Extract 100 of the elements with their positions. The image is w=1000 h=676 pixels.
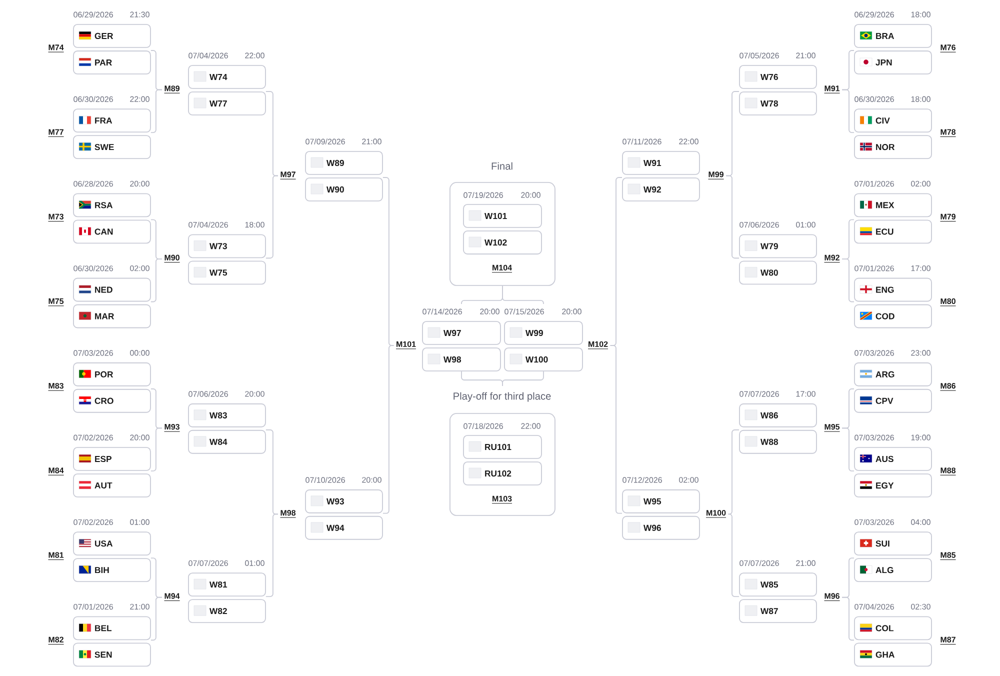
heading: Play-off for third place — [454, 392, 551, 402]
team-box: RSA — [73, 193, 151, 218]
team-box: MEX — [854, 193, 932, 218]
team-box: USA — [73, 532, 151, 556]
match-date: 07/06/2026 — [740, 222, 779, 228]
match-link: M73 — [48, 214, 64, 222]
match-date: 07/18/2026 — [464, 423, 503, 429]
kickoff-time: 01:00 — [796, 222, 816, 228]
match-date: 07/05/2026 — [740, 52, 779, 58]
team-box: W102 — [463, 230, 542, 254]
kickoff-time: 23:00 — [911, 350, 930, 356]
team-box: W77 — [188, 91, 266, 116]
bracket-line — [265, 175, 278, 259]
team-box: W101 — [463, 204, 542, 228]
team-box: W100 — [504, 348, 583, 372]
team-box: W83 — [188, 403, 266, 428]
kickoff-time: 22:00 — [521, 423, 540, 429]
kickoff-time: 20:00 — [245, 391, 264, 397]
team-box: SUI — [854, 532, 932, 556]
match-link: M90 — [164, 254, 180, 263]
team-box: SWE — [73, 135, 151, 160]
kickoff-time: 17:00 — [911, 265, 930, 272]
match-link: M93 — [164, 424, 180, 432]
team-box: W82 — [188, 599, 266, 624]
team-box: BIH — [73, 558, 151, 582]
kickoff-time: 20:00 — [362, 477, 382, 483]
team-box: W81 — [188, 572, 266, 597]
match-link: M87 — [940, 636, 956, 645]
team-box: W92 — [622, 177, 700, 202]
kickoff-time: 04:00 — [911, 519, 930, 525]
match-date: 07/04/2026 — [854, 604, 894, 610]
bracket-line — [726, 175, 740, 259]
match-link: M79 — [940, 214, 956, 222]
kickoff-time: 21:00 — [796, 560, 816, 566]
kickoff-time: 02:00 — [130, 265, 150, 272]
match-date: 07/07/2026 — [740, 560, 779, 566]
team-box: AUT — [73, 474, 151, 498]
match-link: M89 — [164, 86, 180, 94]
kickoff-time: 22:00 — [130, 96, 150, 102]
team-box: NOR — [854, 135, 932, 160]
match-link: M77 — [48, 129, 64, 137]
bracket-line — [265, 91, 278, 176]
team-box: RU102 — [463, 461, 542, 486]
match-link: M84 — [48, 468, 64, 476]
match-date: 07/10/2026 — [306, 476, 345, 483]
team-box: W90 — [305, 177, 383, 202]
match-link: M81 — [48, 552, 64, 560]
kickoff-time: 01:00 — [130, 519, 150, 525]
match-date: 07/01/2026 — [854, 265, 894, 272]
team-box: CIV — [854, 108, 932, 133]
kickoff-time: 20:00 — [130, 434, 150, 440]
team-box: CAN — [73, 220, 151, 244]
match-date: 07/03/2026 — [74, 350, 113, 356]
match-link: M80 — [940, 298, 956, 306]
match-link: M99 — [708, 172, 724, 180]
kickoff-time: 02:00 — [911, 180, 930, 187]
team-box: ARG — [854, 362, 932, 386]
match-link: M98 — [280, 510, 296, 518]
kickoff-time: 21:00 — [130, 604, 150, 610]
team-box: W79 — [739, 234, 817, 258]
team-box: W97 — [422, 321, 501, 345]
kickoff-time: 18:00 — [911, 96, 930, 102]
bracket-line — [150, 89, 162, 133]
bracket-line — [502, 285, 544, 304]
match-link: M100 — [706, 510, 726, 518]
team-box: W94 — [305, 516, 383, 540]
match-date: 07/02/2026 — [74, 434, 113, 440]
match-date: 06/29/2026 — [854, 12, 894, 18]
match-date: 06/29/2026 — [74, 12, 113, 18]
team-box: W96 — [622, 516, 700, 540]
team-box: W85 — [739, 572, 817, 597]
bracket-line — [150, 596, 162, 641]
kickoff-time: 20:00 — [480, 308, 500, 314]
bracket-line — [150, 428, 162, 472]
match-link: M95 — [824, 424, 840, 432]
team-box: W93 — [305, 489, 383, 514]
team-box: CRO — [73, 388, 151, 413]
match-date: 07/07/2026 — [740, 390, 779, 397]
team-box: CPV — [854, 388, 932, 413]
match-date: 07/19/2026 — [464, 192, 503, 198]
team-box: PAR — [73, 50, 151, 74]
heading: Final — [492, 162, 512, 170]
team-box: ENG — [854, 278, 932, 302]
team-box: ALG — [854, 558, 932, 582]
match-date: 06/30/2026 — [74, 265, 113, 272]
kickoff-time: 20:00 — [130, 180, 150, 187]
match-date: 06/30/2026 — [854, 96, 894, 102]
team-box: SEN — [73, 642, 151, 667]
kickoff-time: 00:00 — [130, 350, 150, 356]
kickoff-time: 21:30 — [130, 12, 150, 18]
bracket-line — [728, 514, 740, 597]
team-box: W87 — [739, 599, 817, 624]
match-date: 07/12/2026 — [622, 476, 662, 483]
match-link: M75 — [48, 298, 64, 306]
kickoff-time: 20:00 — [521, 192, 540, 198]
team-box: W95 — [622, 489, 700, 514]
team-box: GHA — [854, 642, 932, 667]
team-box: JPN — [854, 50, 932, 74]
team-box: ESP — [73, 447, 151, 471]
team-box: W91 — [622, 151, 700, 175]
